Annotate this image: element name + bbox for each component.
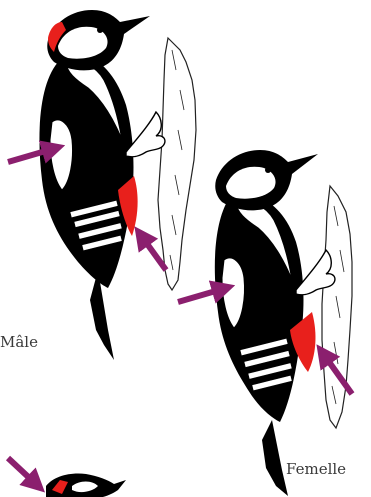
woodpecker-female [215, 150, 335, 496]
woodpecker-male [39, 10, 164, 360]
woodpecker-partial [46, 474, 126, 497]
tree-bark-male [158, 38, 196, 290]
label-male: Mâle [0, 333, 38, 351]
label-female: Femelle [286, 460, 346, 478]
arrow-partial [8, 458, 38, 486]
